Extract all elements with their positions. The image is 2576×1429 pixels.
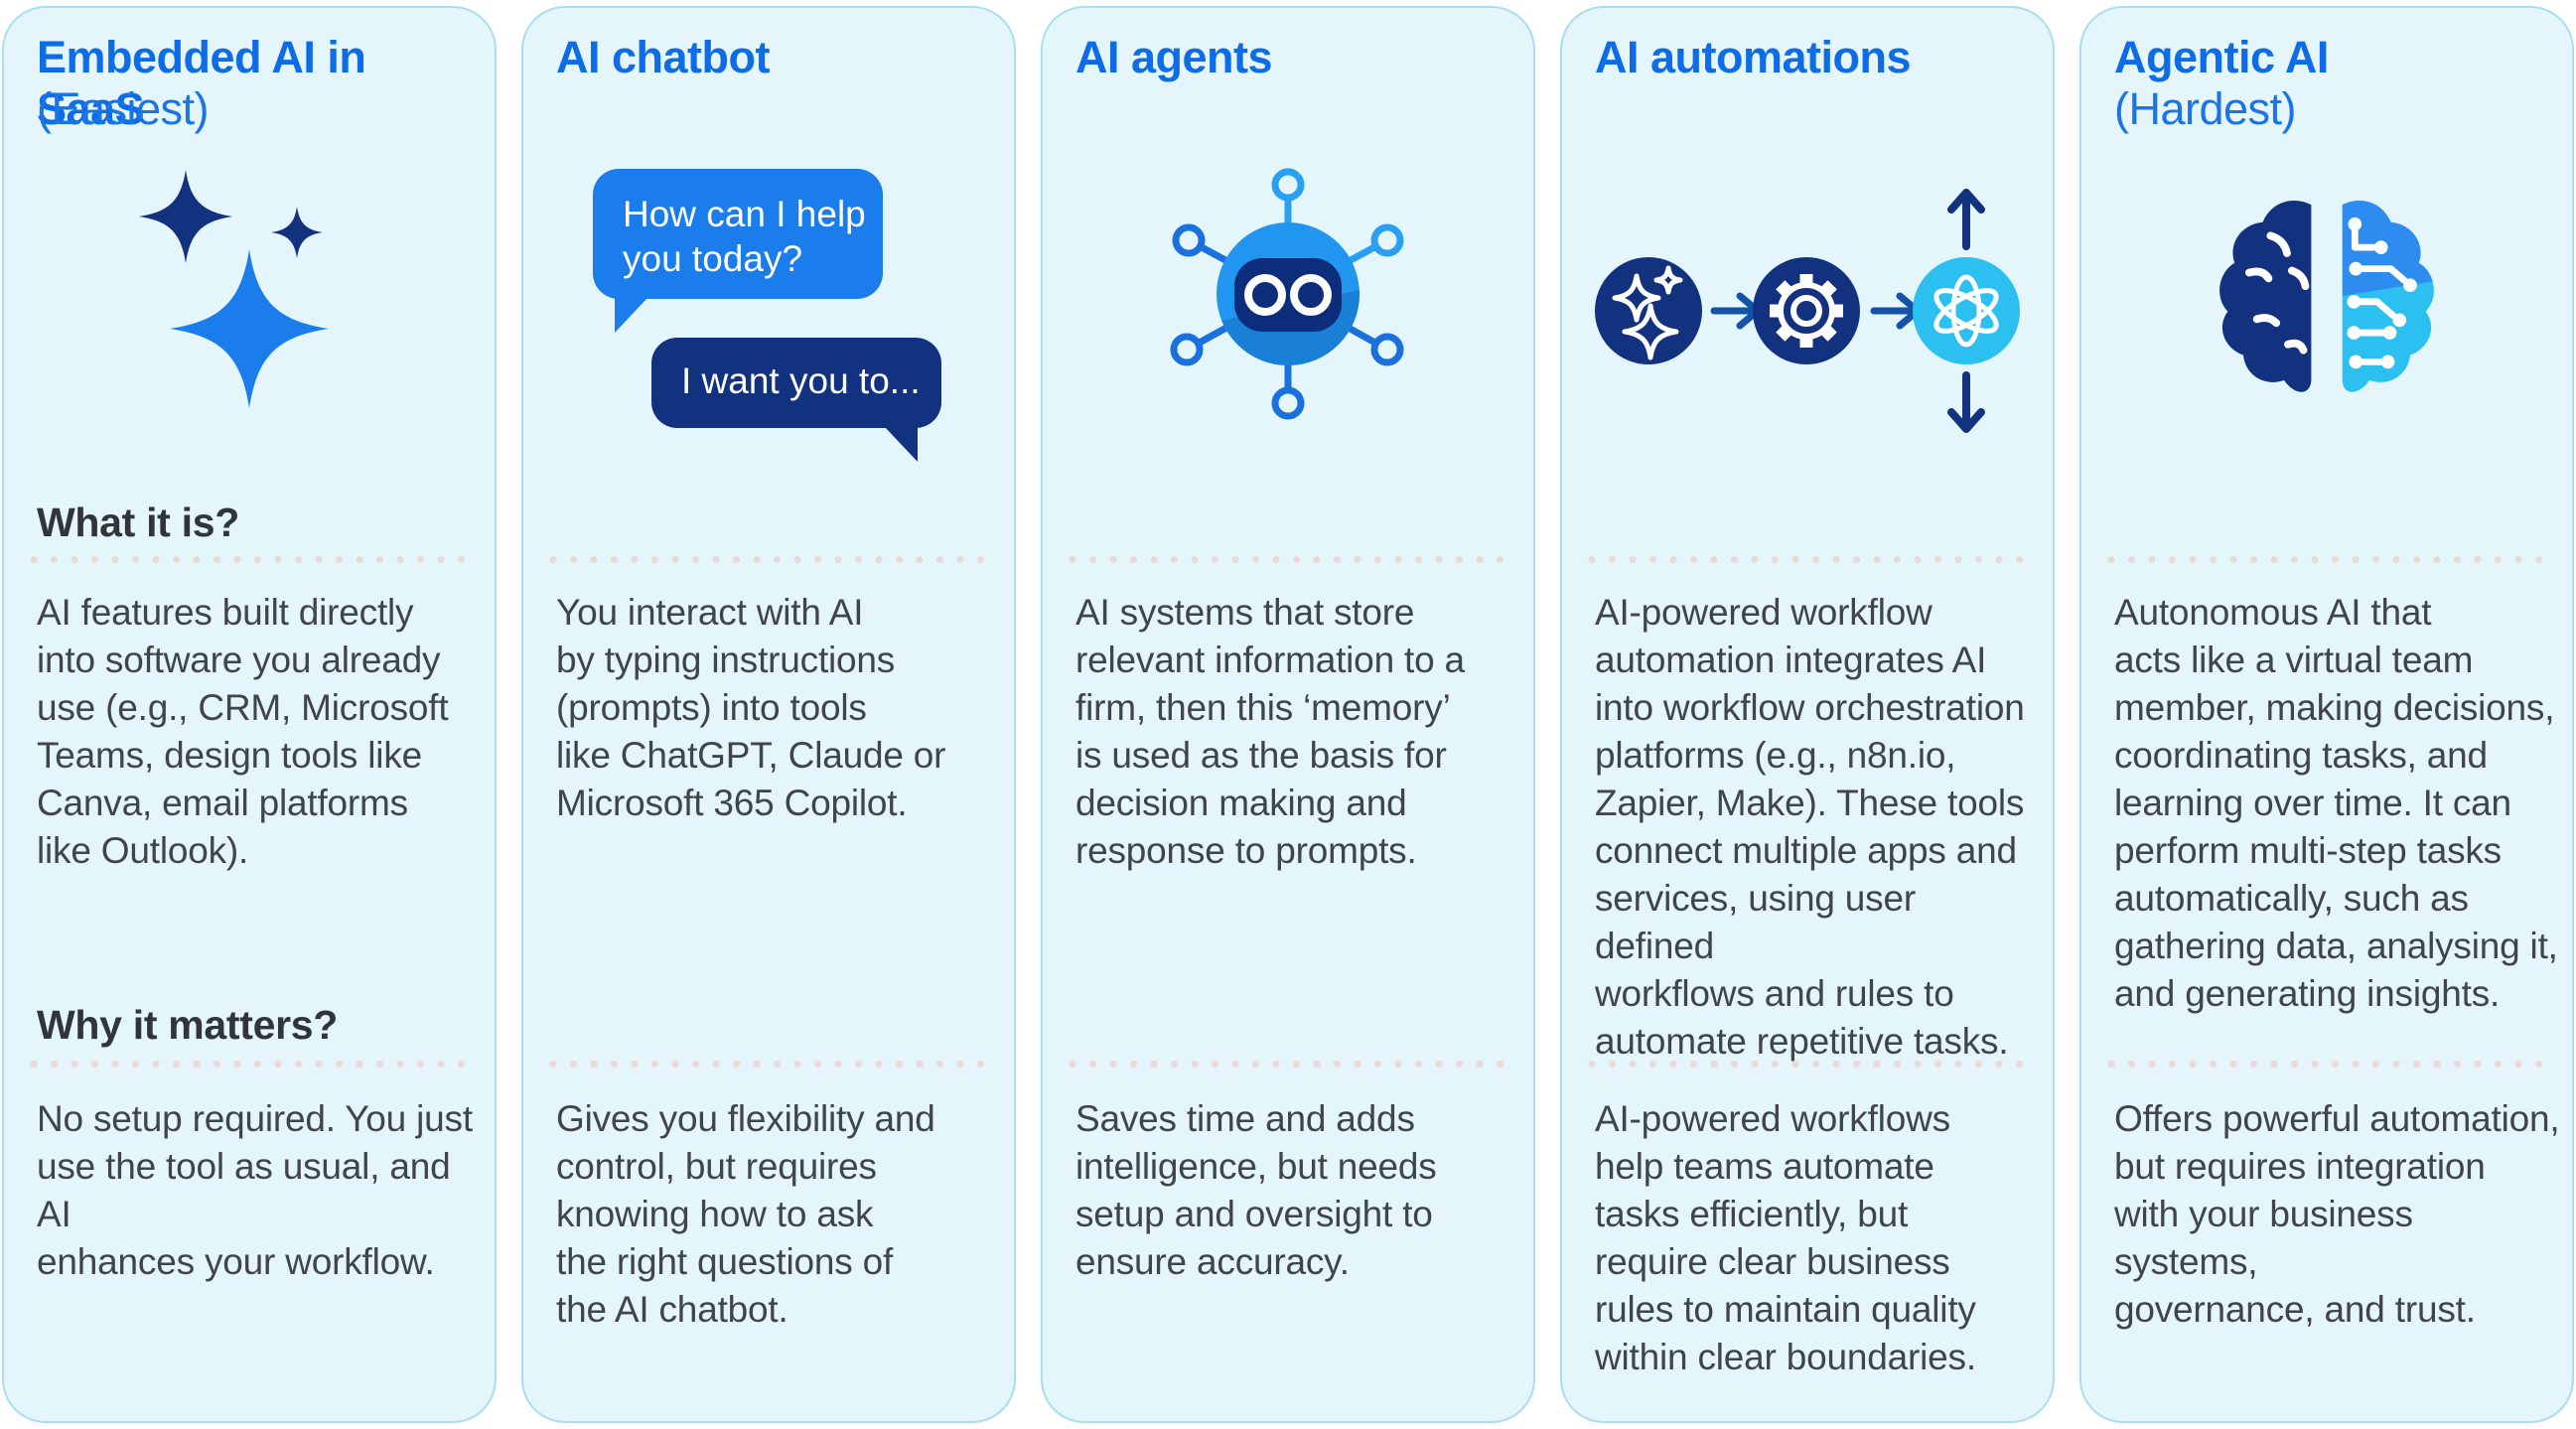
robot-network-icon [1043,99,1533,489]
atom-step [1913,257,2020,364]
chat-bubbles-icon: How can I help you today? I want you to.… [523,99,1014,489]
dotted-divider [2107,1060,2554,1069]
brain-circuit-icon [2081,99,2572,489]
why-it-matters-text: Gives you flexibility and control, but r… [556,1098,935,1330]
why-it-matters-text: No setup required. You just use the tool… [37,1098,473,1282]
card-ai-agents: AI agents [1041,6,1535,1423]
dotted-divider [1588,555,2035,564]
card-agentic-ai: Agentic AI (Hardest) [2079,6,2574,1423]
what-it-is-text: Autonomous AI that acts like a virtual t… [2114,592,2558,1014]
dotted-divider [1069,1060,1515,1069]
dotted-divider [1069,555,1515,564]
card-ai-chatbot: AI chatbot How can I help you today? I w… [521,6,1016,1423]
card-title: AI agents [1075,32,1273,82]
why-it-matters-text: AI-powered workflows help teams automate… [1595,1098,1976,1377]
automation-flow-icon [1562,99,2053,489]
dotted-divider [549,555,996,564]
why-it-matters-text: Saves time and adds intelligence, but ne… [1075,1098,1437,1282]
what-it-is-text: AI-powered workflow automation integrate… [1595,592,2025,1062]
what-it-is-header: What it is? [37,500,239,545]
card-title: Embedded AI in SaaS [37,32,366,134]
dotted-divider [1588,1060,2035,1069]
why-it-matters-header: Why it matters? [37,1002,339,1048]
user-speech-bubble: I want you to... [651,338,941,462]
dotted-divider [30,555,477,564]
card-title: Agentic AI [2114,32,2329,82]
why-it-matters-text: Offers powerful automation, but requires… [2114,1098,2560,1330]
card-embedded-ai-in-saas: Embedded AI in SaaS (Easiest) What it is… [2,6,497,1423]
card-subtitle: (Easiest) [37,83,210,134]
dotted-divider [30,1060,477,1069]
what-it-is-text: You interact with AI by typing instructi… [556,592,946,823]
card-subtitle: (Hardest) [2114,83,2297,134]
dotted-divider [549,1060,996,1069]
sparkles-icon [4,99,495,489]
gear-step [1753,257,1860,364]
card-title: AI automations [1595,32,1912,82]
bot-speech-bubble: How can I help you today? [593,169,883,333]
card-ai-automations: AI automations [1560,6,2055,1423]
what-it-is-text: AI systems that store relevant informati… [1075,592,1465,871]
card-title: AI chatbot [556,32,771,82]
dotted-divider [2107,555,2554,564]
what-it-is-text: AI features built directly into software… [37,592,449,871]
